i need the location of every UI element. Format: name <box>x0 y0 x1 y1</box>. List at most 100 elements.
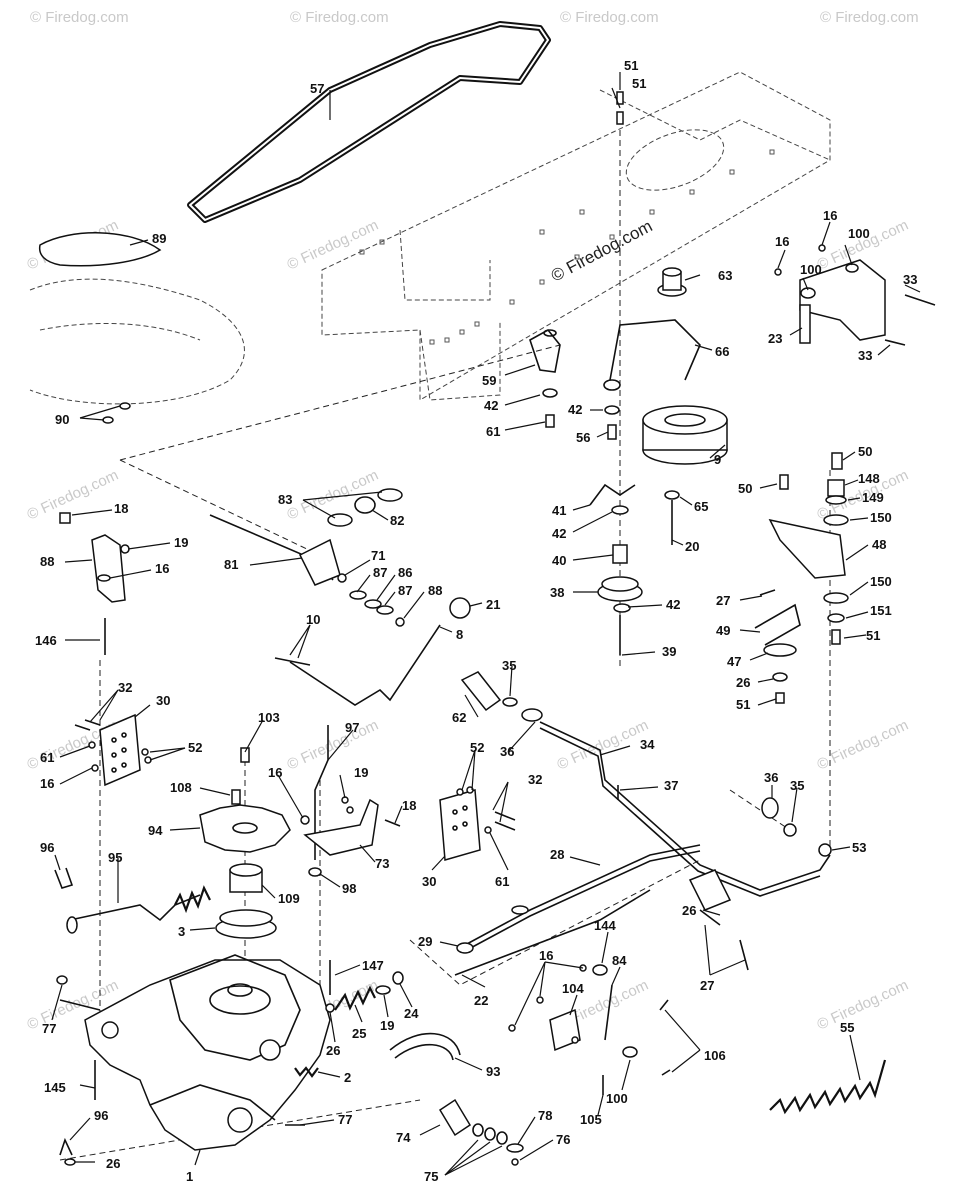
callout-61: 61 <box>40 750 54 765</box>
seat-outline <box>29 232 245 405</box>
callout-96: 96 <box>40 840 54 855</box>
callout-57: 57 <box>310 81 324 96</box>
callout-73: 73 <box>375 856 389 871</box>
callout-100: 100 <box>848 226 870 241</box>
callout-41: 41 <box>552 503 566 518</box>
callout-61: 61 <box>486 424 500 439</box>
callout-51: 51 <box>736 697 750 712</box>
callout-97: 97 <box>345 720 359 735</box>
callout-88: 88 <box>428 583 442 598</box>
callout-1: 1 <box>186 1169 193 1184</box>
callout-51: 51 <box>866 628 880 643</box>
watermark: © Firedog.com <box>30 9 129 26</box>
callout-61: 61 <box>495 874 509 889</box>
callout-74: 74 <box>396 1130 411 1145</box>
callout-76: 76 <box>556 1132 570 1147</box>
callout-148: 148 <box>858 471 880 486</box>
callout-29: 29 <box>418 934 432 949</box>
callout-47: 47 <box>727 654 741 669</box>
callout-146: 146 <box>35 633 57 648</box>
callout-32: 32 <box>118 680 132 695</box>
callout-106: 106 <box>704 1048 726 1063</box>
parts <box>54 91 936 1166</box>
callout-150: 150 <box>870 574 892 589</box>
callout-71: 88 <box>40 554 54 569</box>
callout-labels: 57 51 51 89 63 16 100 16 100 33 23 33 66… <box>35 58 917 1184</box>
callout-35: 35 <box>790 778 804 793</box>
callout-87: 87 <box>398 583 412 598</box>
callout-18: 18 <box>402 798 416 813</box>
callout-36: 36 <box>500 744 514 759</box>
callout-56: 56 <box>576 430 590 445</box>
callout-16: 16 <box>539 948 553 963</box>
callout-100: 100 <box>606 1091 628 1106</box>
callout-26: 26 <box>326 1043 340 1058</box>
callout-23: 23 <box>768 331 782 346</box>
callout-151: 151 <box>870 603 892 618</box>
callout-42: 42 <box>484 398 498 413</box>
callout-20: 20 <box>685 539 699 554</box>
callout-89: 89 <box>152 231 166 246</box>
callout-78: 78 <box>538 1108 552 1123</box>
callout-32: 32 <box>528 772 542 787</box>
callout-50: 50 <box>738 481 752 496</box>
leader-lines <box>51 72 921 1176</box>
callout-36: 36 <box>764 770 778 785</box>
callout-16: 16 <box>823 208 837 223</box>
callout-2: 2 <box>344 1070 351 1085</box>
callout-40: 40 <box>552 553 566 568</box>
callout-9: 9 <box>714 452 721 467</box>
callout-77: 77 <box>338 1112 352 1127</box>
callout-52: 52 <box>470 740 484 755</box>
callout-108: 108 <box>170 780 192 795</box>
callout-16: 16 <box>155 561 169 576</box>
callout-52: 52 <box>188 740 202 755</box>
callout-19: 19 <box>354 765 368 780</box>
callout-30: 30 <box>422 874 436 889</box>
callout-86: 86 <box>398 565 412 580</box>
callout-53: 53 <box>852 840 866 855</box>
callout-83: 83 <box>278 492 292 507</box>
callout-19: 19 <box>380 1018 394 1033</box>
callout-25: 25 <box>352 1026 366 1041</box>
callout-82: 82 <box>390 513 404 528</box>
callout-3: 3 <box>178 924 185 939</box>
callout-27: 27 <box>716 593 730 608</box>
callout-95: 95 <box>108 850 122 865</box>
callout-149: 149 <box>862 490 884 505</box>
callout-30: 30 <box>156 693 170 708</box>
callout-84: 84 <box>612 953 627 968</box>
callout-147: 147 <box>362 958 384 973</box>
callout-150: 150 <box>870 510 892 525</box>
callout-93: 93 <box>486 1064 500 1079</box>
watermarks: © Firedog.com © Firedog.com © Firedog.co… <box>25 9 919 1034</box>
tractor-frame <box>321 71 831 401</box>
callout-103: 103 <box>258 710 280 725</box>
callout-48: 48 <box>872 537 886 552</box>
callout-75: 75 <box>424 1169 438 1184</box>
callout-81: 81 <box>224 557 238 572</box>
callout-51: 51 <box>632 76 646 91</box>
callout-27: 27 <box>700 978 714 993</box>
callout-39: 39 <box>662 644 676 659</box>
callout-16: 16 <box>268 765 282 780</box>
callout-100: 100 <box>800 262 822 277</box>
callout-8: 8 <box>456 627 463 642</box>
callout-50: 50 <box>858 444 872 459</box>
watermark: © Firedog.com <box>815 977 912 1034</box>
watermark: © Firedog.com <box>560 9 659 26</box>
callout-38: 38 <box>550 585 564 600</box>
callout-42: 42 <box>552 526 566 541</box>
drive-belt <box>187 21 551 223</box>
callout-10: 10 <box>306 612 320 627</box>
callout-144: 144 <box>594 918 616 933</box>
watermark: © Firedog.com <box>820 9 919 26</box>
callout-21: 21 <box>486 597 500 612</box>
callout-19: 19 <box>174 535 188 550</box>
callout-26: 26 <box>736 675 750 690</box>
callout-55: 55 <box>840 1020 854 1035</box>
callout-88: 71 <box>371 548 385 563</box>
callout-77: 77 <box>42 1021 56 1036</box>
callout-63: 63 <box>718 268 732 283</box>
